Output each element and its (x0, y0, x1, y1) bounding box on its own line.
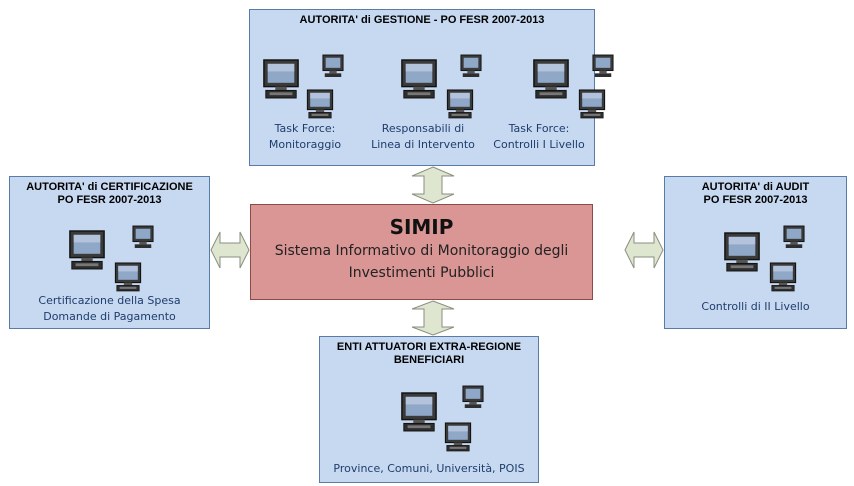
arrow-center-right (624, 231, 664, 269)
simip-subtitle-1: Sistema Informativo di Monitoraggio degl… (274, 243, 569, 259)
computer-icon (400, 58, 438, 100)
computer-icon (132, 225, 154, 249)
gestione-title: AUTORITA' di GESTIONE - PO FESR 2007-201… (299, 14, 545, 26)
simip-box: SIMIP Sistema Informativo di Monitoraggi… (250, 204, 593, 300)
arrow-left-center (210, 231, 250, 269)
simip-subtitle-2: Investimenti Pubblici (348, 265, 495, 281)
computer-icon (462, 385, 484, 409)
audit-box: AUTORITA' di AUDIT PO FESR 2007-2013 Con… (664, 176, 847, 329)
computer-icon (446, 88, 474, 120)
arrow-top-center (411, 166, 455, 204)
label-controlli-i: Task Force: Controlli I Livello (493, 122, 585, 151)
label-domande-pagamento: Domande di Pagamento (43, 310, 176, 323)
gestione-box: AUTORITA' di GESTIONE - PO FESR 2007-201… (249, 9, 595, 166)
computer-icon (68, 229, 106, 271)
computer-icon (532, 58, 570, 100)
computer-icon (322, 54, 344, 78)
enti-title-1: ENTI ATTUATORI EXTRA-REGIONE (336, 341, 522, 353)
simip-title: SIMIP (389, 215, 454, 239)
label-responsabili: Responsabili di Linea di Intervento (371, 122, 475, 151)
computer-icon (444, 421, 472, 453)
certificazione-box: AUTORITA' di CERTIFICAZIONE PO FESR 2007… (9, 176, 210, 329)
label-monitoraggio: Task Force: Monitoraggio (268, 122, 342, 151)
audit-title-2: PO FESR 2007-2013 (703, 194, 808, 206)
arrow-center-bottom (411, 300, 455, 336)
computer-icon (114, 261, 142, 293)
computer-icon (578, 88, 606, 120)
label-province: Province, Comuni, Università, POIS (333, 462, 525, 475)
computer-icon (400, 391, 438, 433)
computer-icon (723, 231, 761, 273)
computer-icon (262, 58, 300, 100)
computer-icon (592, 54, 614, 78)
computer-icon (460, 54, 482, 78)
certificazione-title-2: PO FESR 2007-2013 (57, 194, 162, 206)
computer-icon (783, 225, 805, 249)
computer-icon (769, 261, 797, 293)
label-controlli-ii: Controlli di II Livello (701, 300, 810, 313)
certificazione-title-1: AUTORITA' di CERTIFICAZIONE (26, 181, 193, 193)
computer-icon (306, 88, 334, 120)
enti-title-2: BENEFICIARI (393, 354, 465, 366)
label-certificazione-spesa: Certificazione della Spesa (38, 294, 181, 307)
enti-box: ENTI ATTUATORI EXTRA-REGIONE BENEFICIARI… (319, 336, 539, 483)
audit-title-1: AUTORITA' di AUDIT (701, 181, 810, 193)
